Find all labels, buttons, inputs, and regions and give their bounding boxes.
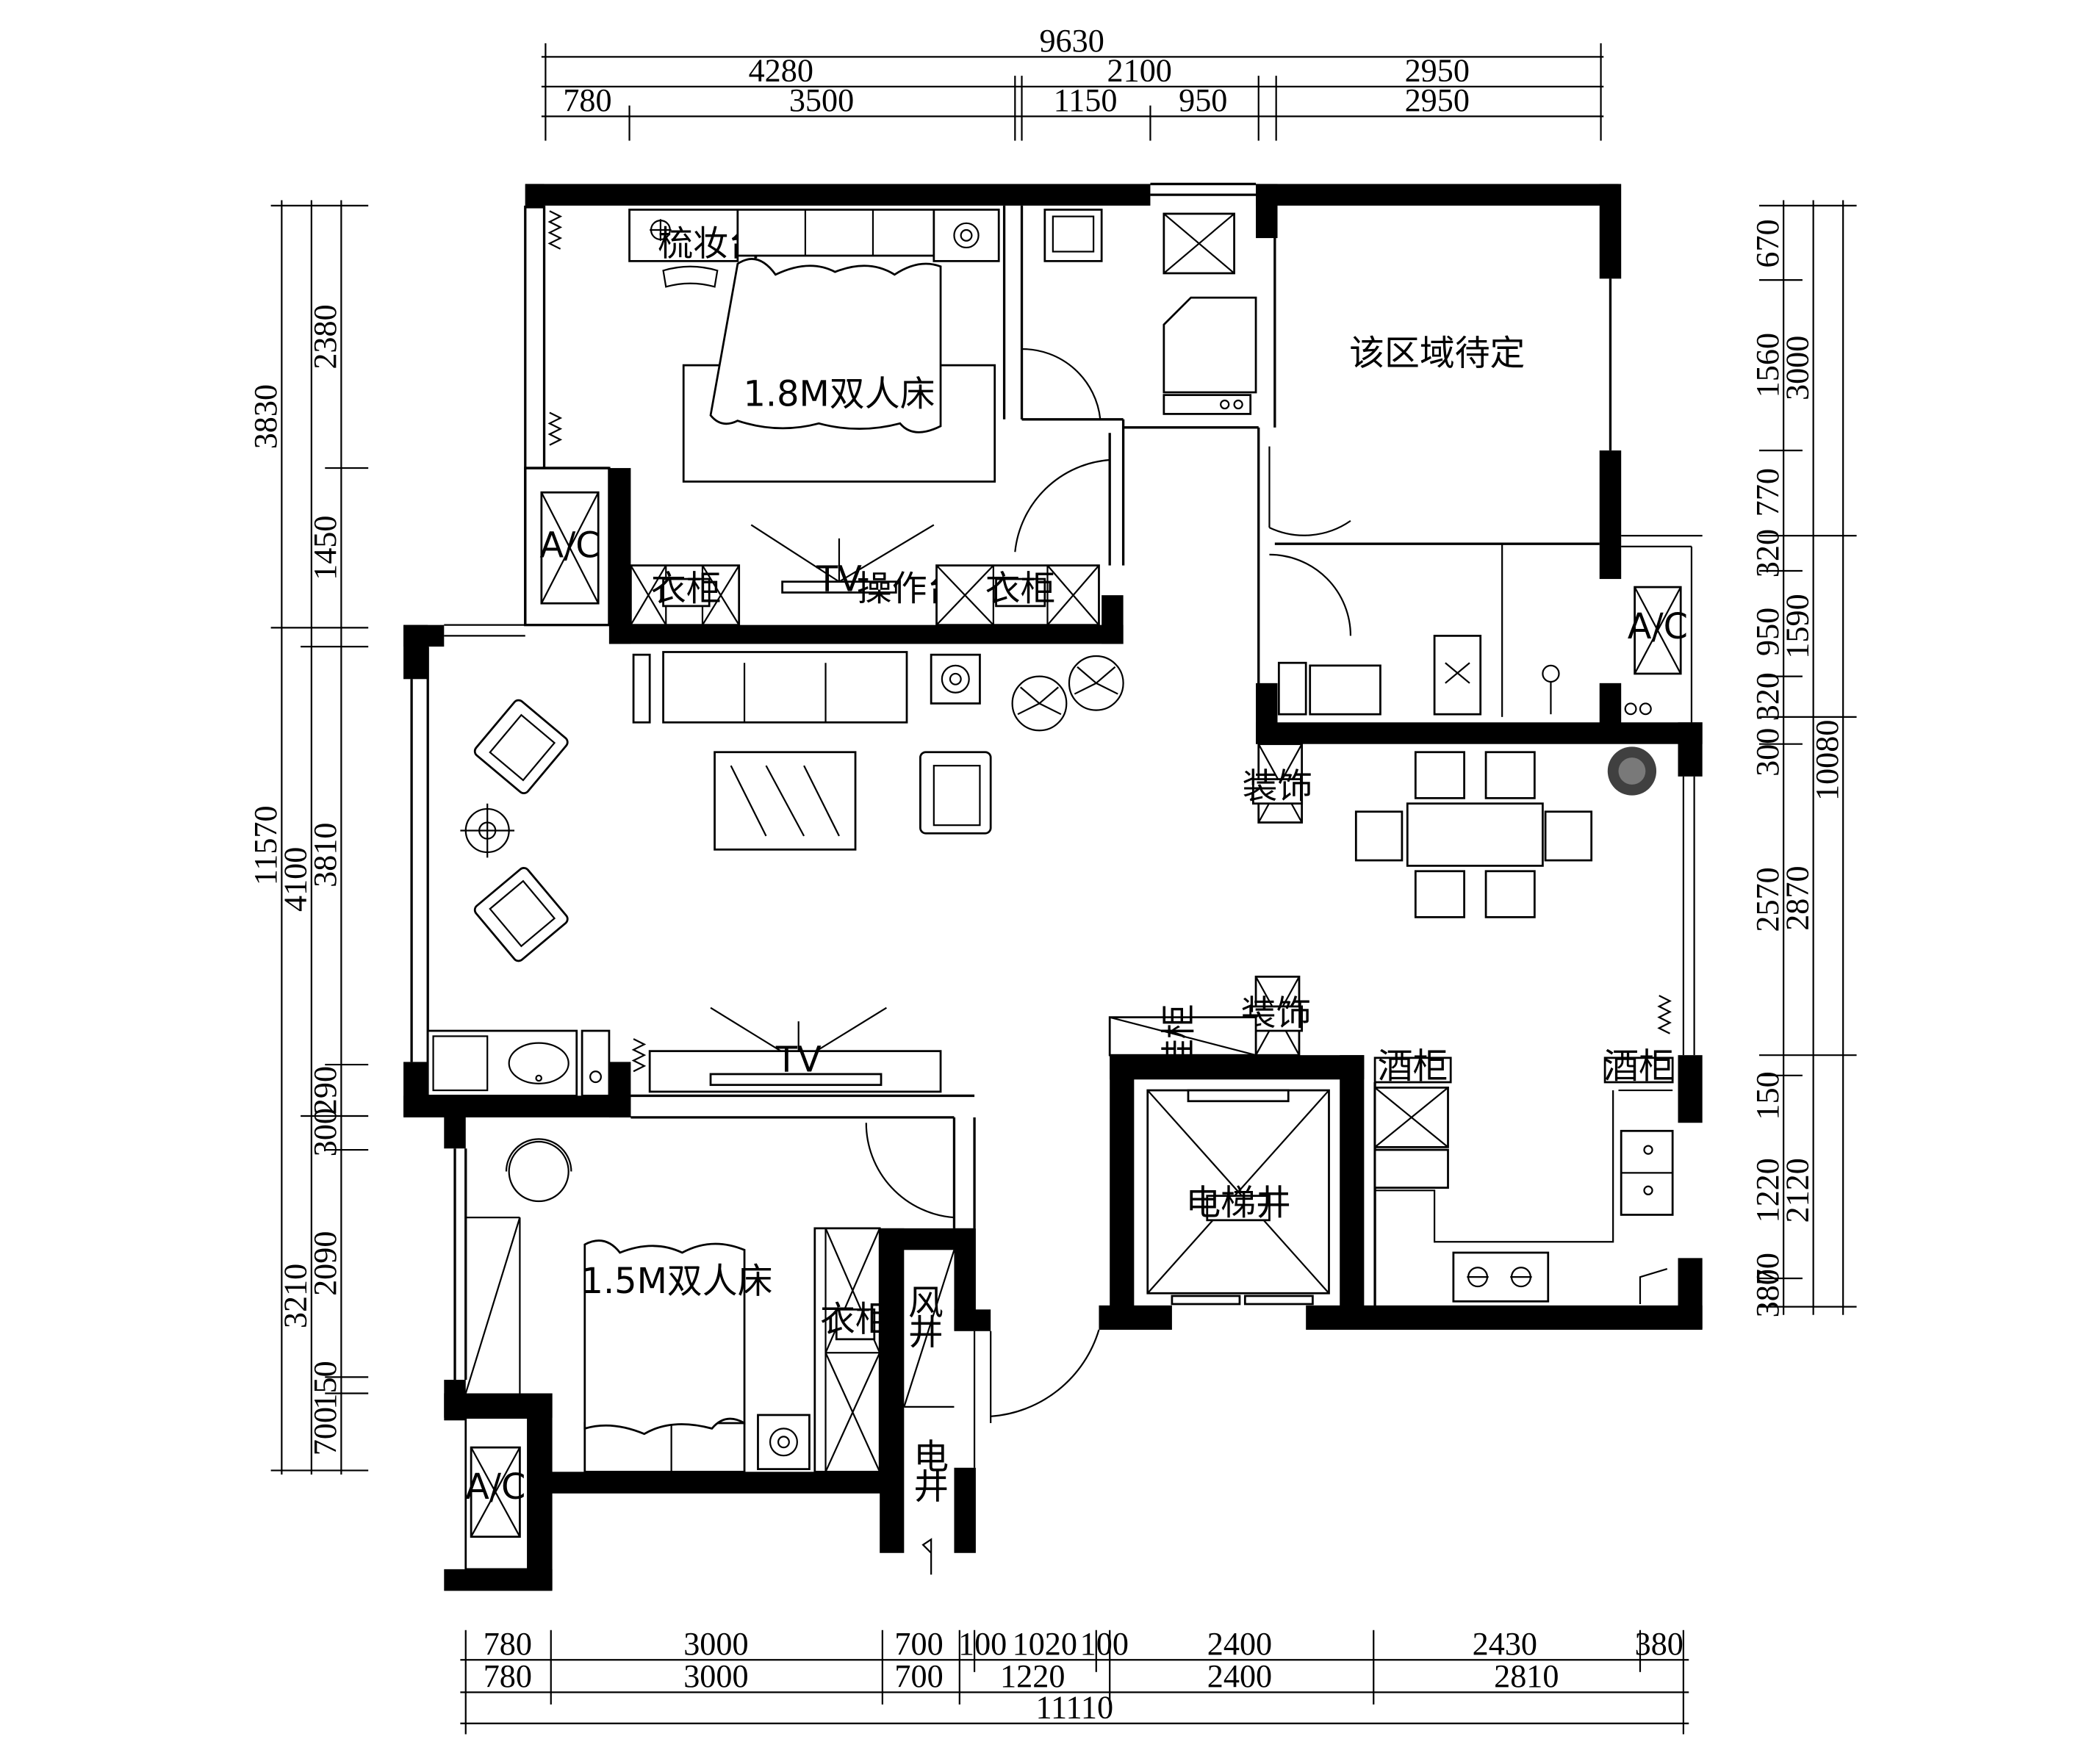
elevator-shaft-label: 电梯井: [1185, 1183, 1291, 1223]
dim-top-950: 950: [1179, 82, 1227, 118]
dim-left-1450: 1450: [307, 516, 343, 580]
tv-living: TV: [775, 1040, 822, 1080]
right-dimensions: 10080 3000 1590 2870 2120 670 1560 770 3…: [1750, 200, 1857, 1317]
dim-right-2120: 2120: [1779, 1158, 1815, 1223]
dim-bot-total: 11110: [1036, 1689, 1114, 1725]
second-bedroom: 1.5M双人床 衣柜 A/C: [453, 1138, 891, 1571]
master-bed-label: 1.8M双人床: [743, 374, 935, 414]
dim-right-300: 300: [1750, 728, 1786, 777]
dim-left-3810: 3810: [307, 822, 343, 887]
dim-top-2950a: 2950: [1405, 52, 1470, 88]
dim-left-150: 150: [307, 1361, 343, 1409]
shoe-cabinet-label: 鞋柜: [1160, 1004, 1200, 1074]
shafts: 风 井 电 井: [903, 1249, 992, 1575]
ac-pending: A/C: [1628, 607, 1688, 647]
dim-bot-780a: 780: [484, 1626, 532, 1662]
dim-right-670: 670: [1750, 219, 1786, 267]
dining-kitchen: 装饰 装饰 鞋柜 酒柜 酒柜: [1108, 743, 1695, 1307]
dim-bot-100b: 100: [1080, 1626, 1129, 1662]
dim-bot-100a: 100: [958, 1626, 1007, 1662]
dim-top-total: 9630: [1039, 23, 1104, 59]
dim-bot-700b: 700: [894, 1658, 943, 1694]
pending-area-label: 该区域待定: [1349, 334, 1525, 374]
elevator-shaft: 电梯井: [991, 1089, 1330, 1417]
elec-shaft-label-1: 电: [913, 1438, 949, 1478]
dim-left-290: 290: [307, 1066, 343, 1115]
dim-right-10080: 10080: [1809, 720, 1845, 801]
air-shaft-label-2: 井: [908, 1313, 944, 1353]
air-shaft-label-1: 风: [908, 1284, 944, 1324]
dim-right-2570: 2570: [1750, 867, 1786, 932]
dim-top-2100: 2100: [1107, 52, 1172, 88]
dim-bot-1220: 1220: [1000, 1658, 1065, 1694]
dim-right-1220: 1220: [1750, 1158, 1786, 1223]
dim-bot-780b: 780: [484, 1658, 532, 1694]
dim-right-70: 70: [1750, 1253, 1786, 1285]
dim-bot-2400b: 2400: [1207, 1658, 1272, 1694]
walls: [403, 184, 1703, 1591]
dim-left-300: 300: [307, 1108, 343, 1156]
dim-left-11570: 11570: [248, 805, 284, 885]
decor-dining: 装饰: [1243, 766, 1313, 807]
dim-bot-700a: 700: [894, 1626, 943, 1662]
wardrobe-master-1: 衣柜: [651, 569, 722, 610]
dim-bot-2810: 2810: [1494, 1658, 1559, 1694]
dim-bot-1020: 1020: [1013, 1626, 1077, 1662]
wine-cabinet-2: 酒柜: [1603, 1046, 1674, 1087]
dim-right-380: 380: [1750, 1269, 1786, 1317]
bottom-dimensions: 780 3000 700 100 1020 100 2400 2430 380 …: [460, 1626, 1689, 1735]
dim-right-1590: 1590: [1779, 594, 1815, 658]
pending-area: 该区域待定 A/C: [1257, 238, 1703, 723]
dim-bot-3000b: 3000: [683, 1658, 748, 1694]
dim-right-1560: 1560: [1750, 333, 1786, 397]
dim-right-3000: 3000: [1779, 336, 1815, 400]
dim-top-1150: 1150: [1054, 82, 1118, 118]
elec-shaft-label-2: 井: [913, 1467, 949, 1508]
dim-bot-2400a: 2400: [1207, 1626, 1272, 1662]
dim-right-950: 950: [1750, 608, 1786, 656]
dim-top-780: 780: [563, 82, 611, 118]
wine-cabinet-1: 酒柜: [1378, 1046, 1448, 1087]
dim-left-3210: 3210: [277, 1264, 313, 1328]
dim-left-2090: 2090: [307, 1231, 343, 1296]
dim-right-320a: 320: [1750, 529, 1786, 577]
dim-bot-2430: 2430: [1473, 1626, 1537, 1662]
ac-master: A/C: [539, 526, 600, 566]
dim-left-4100: 4100: [277, 847, 313, 912]
dim-bot-380: 380: [1635, 1626, 1683, 1662]
master-bedroom: A/C 梳妆台 1.8M双人床 TV: [524, 205, 1100, 627]
left-dimensions: 3830 11570 4100 3210 2380 1450 3810 290 …: [248, 200, 369, 1475]
wardrobe-master-2: 衣柜: [985, 569, 1056, 610]
master-bath: [1002, 182, 1259, 566]
dim-right-320b: 320: [1750, 672, 1786, 721]
dim-top-2950b: 2950: [1405, 82, 1470, 118]
dim-right-150: 150: [1750, 1071, 1786, 1120]
dim-right-770: 770: [1750, 468, 1786, 516]
ac-second: A/C: [465, 1467, 525, 1508]
dim-left-3830: 3830: [248, 384, 284, 449]
dim-right-2870: 2870: [1779, 865, 1815, 930]
second-bed-label: 1.5M双人床: [581, 1261, 773, 1302]
tv-master: TV: [816, 560, 862, 600]
dim-top-3500: 3500: [789, 82, 854, 118]
dim-bot-3000a: 3000: [683, 1626, 748, 1662]
top-dimensions: 9630 4280 2100 2950 780 3500 1150 950 29…: [541, 23, 1604, 141]
dim-top-4280: 4280: [749, 52, 813, 88]
wardrobe-second: 衣柜: [820, 1300, 891, 1340]
dim-left-2380: 2380: [307, 304, 343, 369]
living-room: TV: [410, 624, 1124, 1228]
dim-left-700: 700: [307, 1407, 343, 1455]
